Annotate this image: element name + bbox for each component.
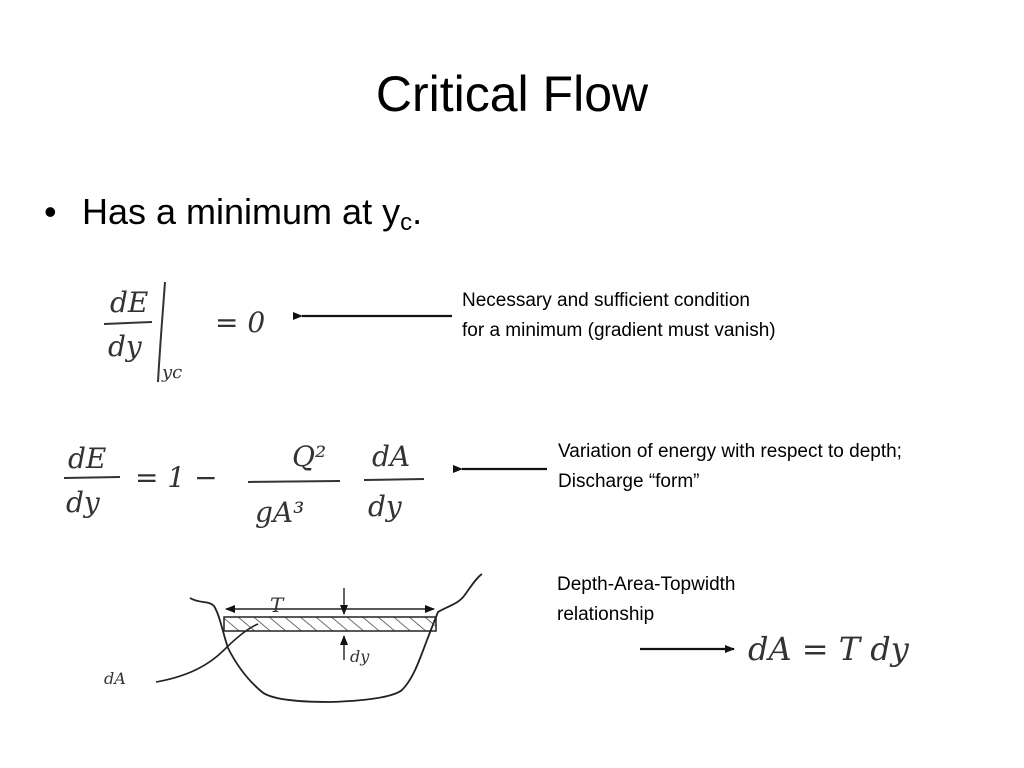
eq2-denominator: dy: [66, 486, 101, 519]
bullet-text: Has a minimum at y: [82, 191, 401, 232]
note-energy-variation-line1: Variation of energy with respect to dept…: [558, 441, 902, 462]
note-depth-area-topwidth-line1: Depth-Area-Topwidth: [557, 574, 736, 595]
eq1-denominator: dy: [108, 330, 143, 363]
note-depth-area-topwidth-line2: relationship: [557, 604, 655, 625]
note-minimum-condition: Necessary and sufficient condition for a…: [462, 286, 776, 346]
hatched-strip: [223, 616, 437, 632]
channel-bed-outline: [189, 573, 483, 703]
depth-increment-label: dy: [350, 647, 370, 666]
equation-depth-area: dA = T dy: [748, 630, 910, 668]
eq2-numerator: dE: [68, 442, 106, 475]
area-leader-line: [155, 623, 259, 683]
topwidth-label: T: [270, 593, 285, 617]
bullet-suffix: .: [412, 191, 423, 232]
eq1-evaluation-bar: [157, 281, 166, 383]
eq1-fraction-bar: [103, 321, 153, 325]
area-increment-label: dA: [104, 669, 126, 688]
note-minimum-condition-line2: for a minimum (gradient must vanish): [462, 320, 776, 341]
note-energy-variation: Variation of energy with respect to dept…: [558, 437, 902, 497]
eq2-frac1-numerator: Q²: [292, 440, 326, 473]
eq1-rhs: = 0: [215, 306, 265, 339]
eq2-frac2-numerator: dA: [372, 440, 410, 473]
eq2-frac2-bar: [363, 478, 425, 481]
eq2-frac2-denominator: dy: [368, 490, 403, 523]
channel-cross-section-sketch: T dy dA: [104, 573, 483, 703]
eq2-frac1-denominator: gA³: [255, 496, 304, 529]
eq2-frac1-bar: [247, 480, 341, 483]
equation-minimum-condition: dE dy yc = 0: [103, 281, 265, 383]
slide-title: Critical Flow: [375, 66, 649, 122]
note-energy-variation-line2: Discharge “form”: [558, 471, 700, 492]
bullet-dot: •: [44, 191, 57, 232]
eq1-subscript: yc: [161, 362, 182, 383]
eq2-middle: = 1 −: [135, 461, 218, 494]
note-minimum-condition-line1: Necessary and sufficient condition: [462, 290, 750, 311]
equation-energy-variation: dE dy = 1 − Q² gA³ dA dy: [63, 440, 425, 529]
bullet-item: • Has a minimum at yc.: [44, 188, 422, 247]
eq1-numerator: dE: [110, 286, 148, 319]
eq2-fraction-bar: [63, 476, 121, 479]
bullet-subscript: c: [400, 209, 413, 236]
note-depth-area-topwidth: Depth-Area-Topwidth relationship: [557, 570, 735, 630]
